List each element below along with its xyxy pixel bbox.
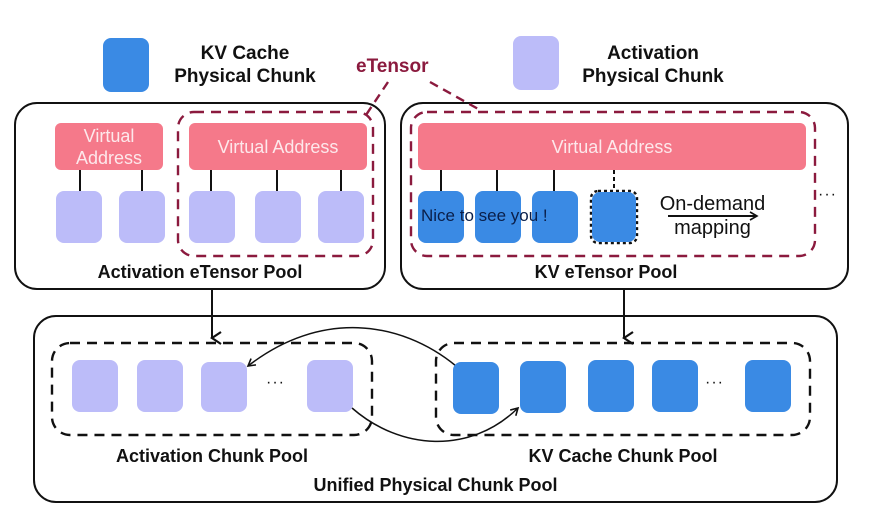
activation-physical-chunk <box>72 360 118 412</box>
etensor-pointer-right <box>429 80 481 112</box>
legend-kv-label: KV Cache Physical Chunk <box>160 42 330 88</box>
legend-activation-label: Activation Physical Chunk <box>568 42 738 88</box>
activation-etensor-dashed <box>176 110 375 258</box>
activation-chunk-pool-title: Activation Chunk Pool <box>115 446 308 466</box>
kv-chunk-pool-dashed <box>434 341 812 437</box>
kv-physical-chunk <box>745 360 791 412</box>
kv-chunk-on-demand <box>592 192 636 242</box>
etensor-pointer-left <box>365 81 389 116</box>
on-demand-line1: On-demand <box>659 193 766 215</box>
activation-chunk <box>318 191 364 243</box>
kv-chunk <box>532 191 578 243</box>
activation-to-kv-curve <box>351 406 520 443</box>
activation-chunk <box>255 191 301 243</box>
virtual-address-activation: Virtual Address <box>189 123 367 170</box>
kv-chunk-ellipsis: ··· <box>705 374 724 391</box>
activation-etensor-pool-title: Activation eTensor Pool <box>97 262 303 282</box>
kv-chunk <box>475 191 521 243</box>
legend-kv-line1: KV Cache <box>200 43 290 64</box>
unified-chunk-pool-box <box>33 315 838 503</box>
legend-activation-swatch <box>513 36 559 90</box>
virtual-address-small: Virtual Address <box>55 123 163 170</box>
etensor-label: eTensor <box>356 56 429 77</box>
kv-etensor-ellipsis: ··· <box>818 186 837 203</box>
activation-physical-chunk <box>201 362 247 412</box>
kv-physical-chunk <box>652 360 698 412</box>
overlay-text: Nice to see you ! <box>421 206 548 225</box>
kv-etensor-pool-title: KV eTensor Pool <box>534 262 678 282</box>
on-demand-mapping-label: On-demand mapping <box>645 192 780 240</box>
va-small-line1: Virtual <box>83 125 135 146</box>
legend-kv-line2: Physical Chunk <box>174 66 316 87</box>
kv-chunk <box>418 191 464 243</box>
kv-physical-chunk <box>588 360 634 412</box>
legend-kv-swatch <box>103 38 149 92</box>
legend-activation-line1: Activation <box>607 43 699 64</box>
activation-chunk-pool-dashed <box>50 341 374 437</box>
activation-etensor-pool-box <box>14 102 386 290</box>
kv-physical-chunk <box>453 362 499 414</box>
activation-chunk <box>119 191 165 243</box>
activation-physical-chunk <box>307 360 353 412</box>
activation-chunk <box>56 191 102 243</box>
unified-chunk-pool-title: Unified Physical Chunk Pool <box>313 475 558 495</box>
activation-physical-chunk <box>137 360 183 412</box>
va-small-line2: Address <box>75 147 143 168</box>
legend-activation-line2: Physical Chunk <box>582 66 724 87</box>
kv-to-activation-curve <box>246 327 457 367</box>
activation-chunk-ellipsis: ··· <box>266 374 285 391</box>
kv-physical-chunk <box>520 361 566 413</box>
kv-chunk-pool-title: KV Cache Chunk Pool <box>528 446 718 466</box>
kv-etensor-dashed <box>409 110 817 258</box>
on-demand-line2: mapping <box>674 217 751 239</box>
activation-chunk <box>189 191 235 243</box>
virtual-address-kv: Virtual Address <box>418 123 806 170</box>
on-demand-chunk-border <box>589 189 639 245</box>
